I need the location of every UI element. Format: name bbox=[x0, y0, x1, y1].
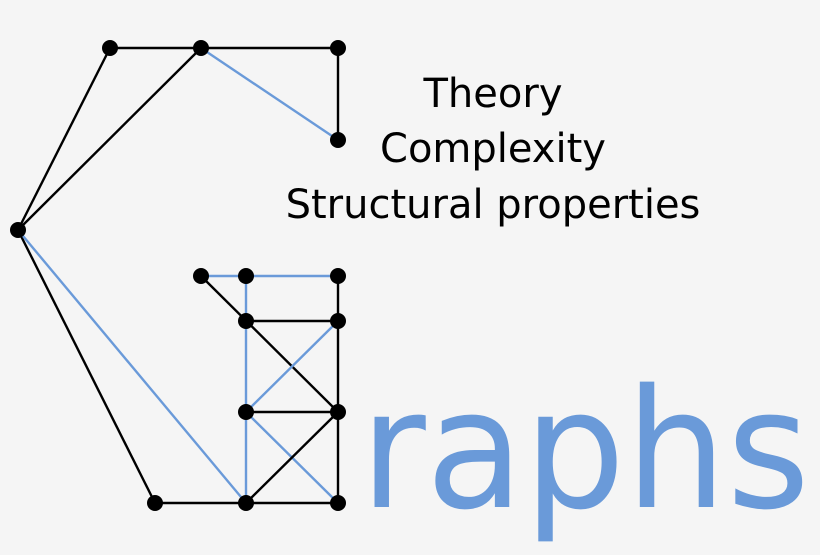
nodes bbox=[10, 40, 346, 511]
node-E bbox=[10, 222, 26, 238]
node-A bbox=[102, 40, 118, 56]
label-complexity: Complexity bbox=[380, 126, 606, 172]
edge-A-E bbox=[16, 47, 112, 231]
edge-g1-g7 bbox=[200, 275, 339, 413]
node-g8 bbox=[147, 495, 163, 511]
edge-B-E bbox=[17, 47, 202, 231]
edge-E-g8 bbox=[16, 229, 157, 504]
node-g4 bbox=[238, 313, 254, 329]
node-B bbox=[193, 40, 209, 56]
label-structural-properties: Structural properties bbox=[286, 182, 701, 228]
node-C bbox=[330, 40, 346, 56]
node-g10 bbox=[330, 495, 346, 511]
node-g2 bbox=[238, 268, 254, 284]
node-g3 bbox=[330, 268, 346, 284]
node-D bbox=[330, 132, 346, 148]
edge-E-g9 bbox=[17, 229, 247, 504]
edge-B-D bbox=[200, 47, 339, 141]
edge-g6-g5 bbox=[245, 320, 339, 413]
node-g9 bbox=[238, 495, 254, 511]
node-g7 bbox=[330, 404, 346, 420]
wordmark-raphs: raphs bbox=[360, 354, 810, 546]
edge-g9-g7 bbox=[245, 411, 339, 504]
node-g5 bbox=[330, 313, 346, 329]
node-g6 bbox=[238, 404, 254, 420]
label-theory: Theory bbox=[423, 71, 563, 117]
node-g1 bbox=[193, 268, 209, 284]
